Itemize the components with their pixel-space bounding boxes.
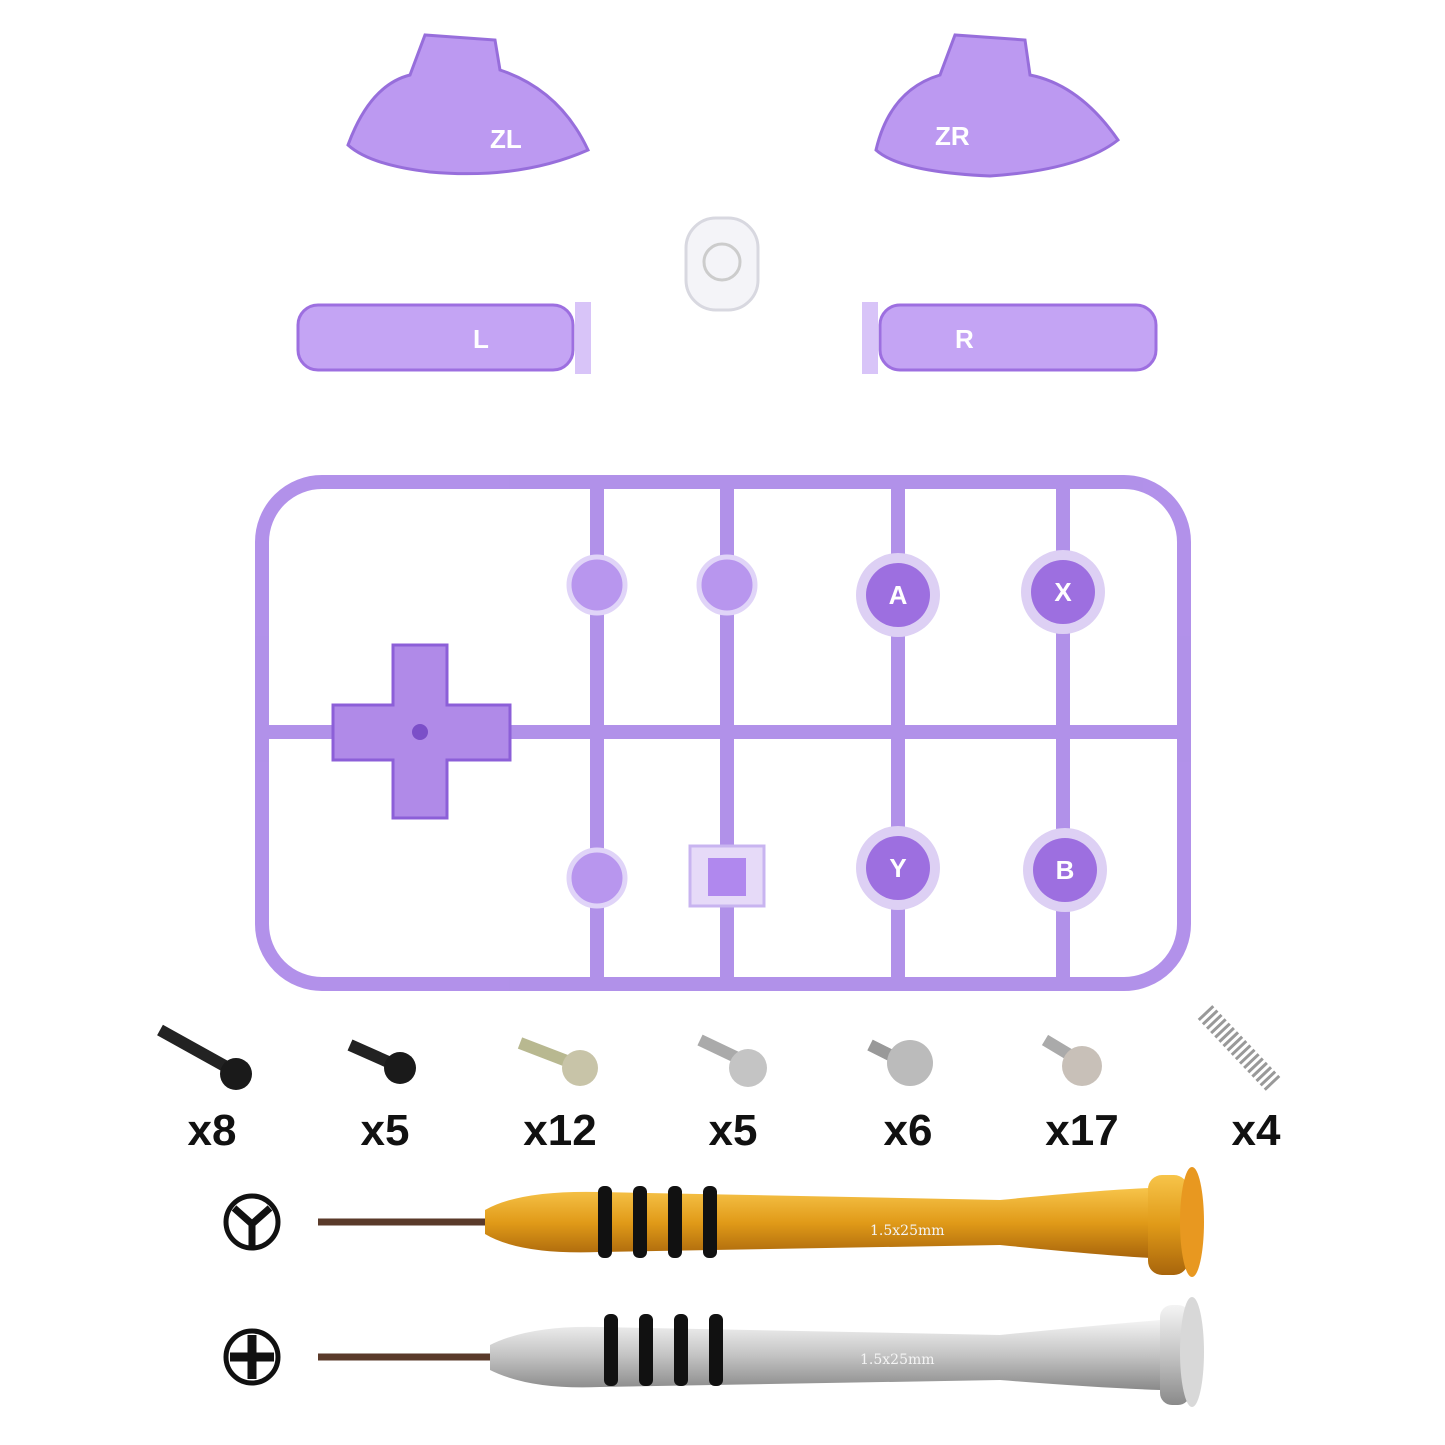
zr-label: ZR (935, 121, 970, 151)
phillips-screwdriver: 1.5x25mm (318, 1297, 1204, 1407)
a-button: A (856, 553, 940, 637)
a-label: A (889, 580, 908, 610)
zl-trigger: ZL (346, 33, 591, 176)
l-button: L (296, 302, 591, 374)
screw-6 (1041, 1034, 1102, 1086)
r-button: R (862, 302, 1158, 374)
screw-4 (697, 1034, 767, 1087)
square-button (688, 844, 766, 908)
screw-qty-5: x6 (883, 1106, 933, 1155)
screw-5 (867, 1039, 933, 1086)
screw-qty-6: x17 (1045, 1106, 1119, 1155)
tri-wing-icon (223, 1193, 281, 1251)
b-button: B (1023, 828, 1107, 912)
y-button: Y (856, 826, 940, 910)
phillips-size-label: 1.5x25mm (860, 1352, 935, 1368)
screw-3 (517, 1037, 598, 1086)
screw-qty-1: x8 (187, 1106, 237, 1155)
y-label: Y (889, 853, 906, 883)
small-button-2 (696, 554, 758, 616)
phillips-icon (223, 1328, 281, 1386)
l-label: L (473, 324, 489, 354)
small-button-1 (566, 554, 628, 616)
screw-qty-3: x12 (523, 1106, 597, 1155)
b-label: B (1056, 855, 1075, 885)
small-button-3 (566, 847, 628, 909)
white-part (684, 216, 760, 312)
zr-trigger: ZR (874, 33, 1121, 178)
x-button: X (1021, 550, 1105, 634)
r-label: R (955, 324, 974, 354)
spring (1197, 1005, 1283, 1093)
tri-wing-screwdriver: 1.5x25mm (318, 1167, 1204, 1277)
screw-1 (157, 1024, 252, 1090)
zl-label: ZL (490, 124, 522, 154)
tri-wing-size-label: 1.5x25mm (870, 1223, 945, 1239)
spring-qty: x4 (1231, 1106, 1281, 1155)
dpad (331, 643, 512, 820)
x-label: X (1054, 577, 1072, 607)
screw-2 (347, 1039, 416, 1084)
screw-qty-4: x5 (708, 1106, 758, 1155)
screw-qty-2: x5 (360, 1106, 410, 1155)
